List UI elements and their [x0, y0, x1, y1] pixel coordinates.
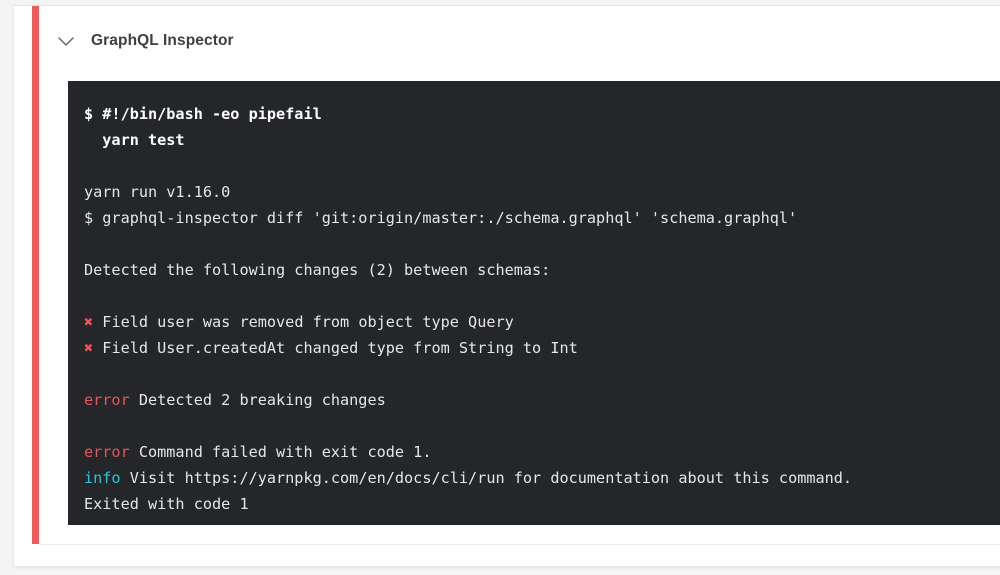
terminal-log-panel[interactable]: $ #!/bin/bash -eo pipefail yarn test yarn…: [68, 81, 1000, 525]
terminal-line: error Detected 2 breaking changes: [84, 387, 1000, 413]
terminal-token-error: error: [84, 391, 130, 409]
terminal-token-plain: Command failed with exit code 1.: [129, 443, 432, 461]
terminal-token-plain: Detected the following changes (2) betwe…: [84, 261, 551, 279]
terminal-blank-line: [84, 283, 1000, 309]
terminal-token-plain: Exited with code 1: [84, 495, 249, 513]
terminal-blank-line: [84, 153, 1000, 179]
job-header-toggle[interactable]: GraphQL Inspector: [54, 20, 234, 62]
terminal-token-plain: yarn run v1.16.0: [84, 183, 231, 201]
terminal-token-plain: Detected 2 breaking changes: [129, 391, 386, 409]
terminal-line: ✖ Field User.createdAt changed type from…: [84, 335, 1000, 361]
terminal-token-error: error: [84, 443, 130, 461]
chevron-down-icon[interactable]: [54, 29, 78, 53]
build-job-card: GraphQL Inspector $ #!/bin/bash -eo pipe…: [14, 5, 1000, 566]
terminal-blank-line: [84, 413, 1000, 439]
terminal-line: yarn run v1.16.0: [84, 179, 1000, 205]
terminal-log-output: $ #!/bin/bash -eo pipefail yarn test yarn…: [68, 101, 1000, 517]
job-title: GraphQL Inspector: [91, 32, 234, 49]
terminal-line: $ graphql-inspector diff 'git:origin/mas…: [84, 205, 1000, 231]
terminal-line: $ #!/bin/bash -eo pipefail: [84, 101, 1000, 127]
card-footer-divider: [39, 544, 1000, 545]
terminal-blank-line: [84, 361, 1000, 387]
job-status-rail: [32, 6, 39, 544]
terminal-token-plain: Field user was removed from object type …: [93, 313, 514, 331]
terminal-token-bold: $ #!/bin/bash -eo pipefail: [84, 105, 322, 123]
terminal-token-mark: ✖: [84, 339, 94, 357]
terminal-token-plain: Visit https://yarnpkg.com/en/docs/cli/ru…: [120, 469, 853, 487]
terminal-line: ✖ Field user was removed from object typ…: [84, 309, 1000, 335]
terminal-line: error Command failed with exit code 1.: [84, 439, 1000, 465]
terminal-token-info: info: [84, 469, 121, 487]
terminal-blank-line: [84, 231, 1000, 257]
terminal-line: info Visit https://yarnpkg.com/en/docs/c…: [84, 465, 1000, 491]
terminal-line: yarn test: [84, 127, 1000, 153]
terminal-token-bold: yarn test: [84, 131, 185, 149]
terminal-line: Detected the following changes (2) betwe…: [84, 257, 1000, 283]
terminal-token-plain: $ graphql-inspector diff 'git:origin/mas…: [84, 209, 798, 227]
terminal-line: Exited with code 1: [84, 491, 1000, 517]
terminal-token-plain: Field User.createdAt changed type from S…: [93, 339, 578, 357]
terminal-token-mark: ✖: [84, 313, 94, 331]
